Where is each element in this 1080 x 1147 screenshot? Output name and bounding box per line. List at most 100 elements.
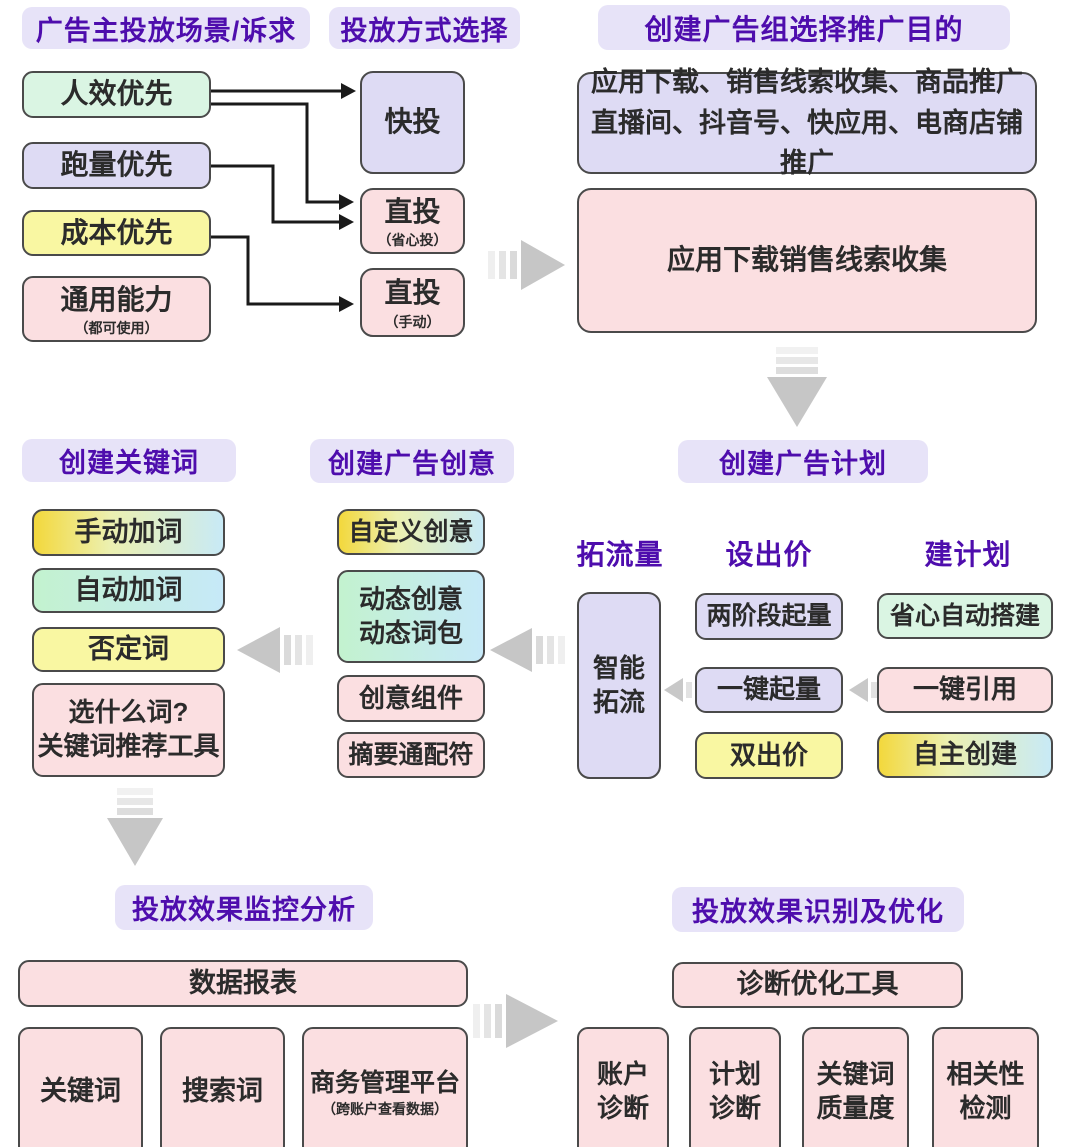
- plan-box-label: 智能 拓流: [592, 652, 645, 717]
- optimize-box-relevance: 相关性 检测: [932, 1027, 1039, 1147]
- method-box-direct-auto: 直投 （省心投）: [360, 188, 465, 254]
- adgroup-section-header: 创建广告组选择推广目的: [598, 5, 1010, 50]
- arrow-bar: [117, 808, 153, 815]
- adgroup-options-text: 应用下载、销售线索收集、商品推广 直播间、抖音号、快应用、电商店铺推广: [591, 67, 1023, 179]
- method-box-sublabel: （省心投）: [377, 232, 448, 249]
- arrow-monitor-to-optimize: [473, 994, 558, 1048]
- monitor-box-label: 关键词: [40, 1076, 121, 1107]
- scene-box-label: 通用能力: [60, 283, 173, 315]
- plan-box-label: 两阶段起量: [706, 602, 832, 631]
- adgroup-selected-box: 应用下载销售线索收集: [577, 188, 1037, 333]
- optimize-tools-label: 诊断优化工具: [736, 969, 899, 1000]
- monitor-box-label: 搜索词: [182, 1076, 263, 1107]
- keyword-box-tool: 选什么词? 关键词推荐工具: [32, 683, 225, 777]
- plan-box-label: 省心自动搭建: [889, 601, 1040, 630]
- keyword-section-header: 创建关键词: [22, 439, 236, 482]
- method-section-header: 投放方式选择: [329, 7, 520, 49]
- creative-box-label: 创意组件: [358, 682, 463, 713]
- arrow-bar: [547, 636, 554, 664]
- arrow-build-to-bid: [849, 678, 877, 702]
- plan-box-label: 自主创建: [912, 739, 1017, 770]
- optimize-box-plan: 计划 诊断: [689, 1027, 781, 1147]
- plan-box-label: 一键引用: [912, 674, 1017, 705]
- plan-box-auto-build: 省心自动搭建: [877, 593, 1053, 639]
- arrow-left-icon: [664, 678, 683, 702]
- keyword-tool-text: 选什么词? 关键词推荐工具: [37, 697, 220, 761]
- arrow-bar: [776, 357, 818, 364]
- monitor-report-box: 数据报表: [18, 960, 468, 1007]
- scene-box-sublabel: （都可使用）: [74, 320, 159, 337]
- scene-box-efficiency: 人效优先: [22, 71, 211, 118]
- monitor-box-keyword: 关键词: [18, 1027, 143, 1147]
- scene-box-label: 人效优先: [60, 78, 173, 110]
- arrow-bar: [495, 1004, 502, 1038]
- creative-section-header: 创建广告创意: [310, 439, 514, 483]
- monitor-box-business-platform: 商务管理平台 （跨账户查看数据）: [302, 1027, 468, 1147]
- arrow-keyword-to-monitor: [105, 788, 165, 866]
- optimize-box-label: 账户 诊断: [596, 1059, 649, 1123]
- creative-box-component: 创意组件: [337, 675, 485, 722]
- monitor-box-search-term: 搜索词: [160, 1027, 285, 1147]
- method-box-direct-manual: 直投 （手动）: [360, 268, 465, 337]
- plan-col-bid-header: 设出价: [725, 539, 813, 570]
- keyword-box-manual: 手动加词: [32, 509, 225, 556]
- scene-box-label: 成本优先: [60, 216, 173, 248]
- adgroup-selected-text: 应用下载销售线索收集: [666, 244, 947, 276]
- scene-section-header: 广告主投放场景/诉求: [22, 7, 310, 49]
- arrow-bar: [510, 251, 517, 279]
- optimize-box-keyword-quality: 关键词 质量度: [802, 1027, 909, 1147]
- method-box-sublabel: （手动）: [384, 313, 441, 330]
- plan-box-one-key-quote: 一键引用: [877, 667, 1053, 713]
- arrow-bar: [558, 636, 565, 664]
- scene-box-cost: 成本优先: [22, 210, 211, 256]
- arrow-bar: [117, 788, 153, 795]
- method-box-label: 快投: [384, 106, 441, 138]
- method-box-label: 直投: [384, 195, 441, 227]
- optimize-box-label: 相关性 检测: [946, 1059, 1025, 1123]
- keyword-box-label: 手动加词: [74, 516, 183, 547]
- arrow-bar: [776, 347, 818, 354]
- optimize-tools-box: 诊断优化工具: [672, 962, 963, 1008]
- arrow-adgroup-to-plan: [765, 347, 829, 427]
- creative-box-label: 动态创意 动态词包: [358, 583, 463, 648]
- arrow-bar: [499, 251, 506, 279]
- creative-box-wildcard: 摘要通配符: [337, 732, 485, 778]
- arrow-creative-to-keyword: [237, 627, 313, 673]
- plan-box-one-key-boost: 一键起量: [695, 667, 843, 713]
- method-box-fast: 快投: [360, 71, 465, 174]
- keyword-box-auto: 自动加词: [32, 568, 225, 613]
- arrow-method-to-adgroup: [488, 240, 565, 290]
- creative-box-custom: 自定义创意: [337, 509, 485, 555]
- plan-box-two-stage: 两阶段起量: [695, 593, 843, 640]
- arrow-right-icon: [506, 994, 558, 1048]
- monitor-box-sublabel: （跨账户查看数据）: [322, 1101, 448, 1118]
- plan-box-label: 双出价: [729, 739, 808, 770]
- arrow-bid-to-flow: [664, 678, 692, 702]
- arrow-right-icon: [521, 240, 565, 290]
- arrow-down-icon: [107, 818, 163, 866]
- arrow-bar: [488, 251, 495, 279]
- arrow-bar: [473, 1004, 480, 1038]
- plan-col-build-header: 建计划: [924, 539, 1012, 570]
- optimize-section-header: 投放效果识别及优化: [672, 887, 964, 932]
- optimize-box-account: 账户 诊断: [577, 1027, 669, 1147]
- plan-box-label: 一键起量: [716, 674, 821, 705]
- scene-box-general: 通用能力 （都可使用）: [22, 276, 211, 342]
- plan-col-flow-header: 拓流量: [576, 539, 664, 570]
- keyword-box-negative: 否定词: [32, 627, 225, 672]
- arrow-bar: [117, 798, 153, 805]
- keyword-box-label: 否定词: [88, 633, 169, 664]
- monitor-section-header: 投放效果监控分析: [115, 885, 373, 930]
- arrow-left-icon: [849, 678, 868, 702]
- monitor-box-label: 商务管理平台: [309, 1068, 460, 1097]
- adgroup-options-box: 应用下载、销售线索收集、商品推广 直播间、抖音号、快应用、电商店铺推广: [577, 67, 1037, 178]
- arrow-bar: [306, 635, 313, 665]
- arrow-bar: [871, 682, 877, 698]
- method-box-label: 直投: [384, 277, 441, 309]
- arrow-bar: [776, 367, 818, 374]
- arrow-bar: [295, 635, 302, 665]
- creative-box-label: 自定义创意: [348, 517, 474, 546]
- arrow-bar: [686, 682, 692, 698]
